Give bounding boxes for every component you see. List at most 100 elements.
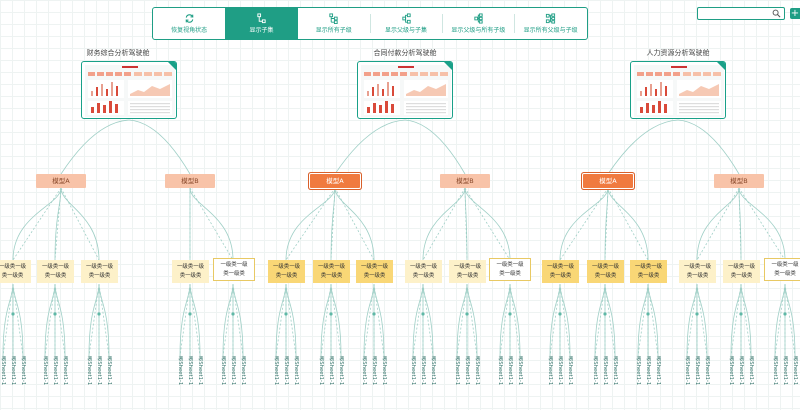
- connector-line: [647, 283, 659, 357]
- sheet-node[interactable]: 表Sheet1-1: [328, 356, 334, 386]
- sheet-node[interactable]: 表Sheet1-1: [704, 356, 710, 386]
- sheet-node[interactable]: 表Sheet1-1: [361, 356, 367, 386]
- sheet-node[interactable]: 表Sheet1-1: [728, 356, 734, 386]
- sheet-node[interactable]: 表Sheet1-1: [318, 356, 324, 386]
- sheet-node[interactable]: 表Sheet1-1: [782, 356, 788, 386]
- level1-node[interactable]: 一级类一级 类一级类: [587, 260, 624, 283]
- sheet-node[interactable]: 表Sheet1-1: [517, 356, 523, 386]
- sheet-node[interactable]: 表Sheet1-1: [86, 356, 92, 386]
- show-all-children-button[interactable]: 显示所有子级: [298, 8, 370, 39]
- connector-line: [60, 119, 130, 175]
- model-node[interactable]: 模型A: [583, 174, 633, 188]
- sheet-node[interactable]: 表Sheet1-1: [371, 356, 377, 386]
- connector-line: [607, 187, 649, 261]
- sheet-node[interactable]: 表Sheet1-1: [635, 356, 641, 386]
- sheet-node[interactable]: 表Sheet1-1: [187, 356, 193, 386]
- search-input[interactable]: [698, 16, 774, 27]
- connector-line: [98, 283, 110, 357]
- level1-node[interactable]: 一级类一级 类一级类: [0, 260, 31, 283]
- show-all-parents-children-button[interactable]: 显示所有父级与子级: [514, 8, 586, 39]
- level1-node[interactable]: 一级类一级 类一级类: [268, 260, 305, 283]
- sheet-node[interactable]: 表Sheet1-1: [293, 356, 299, 386]
- add-button[interactable]: +: [790, 8, 800, 19]
- show-parent-all-children-button[interactable]: 显示父级与所有子级: [442, 8, 514, 39]
- sheet-node[interactable]: 表Sheet1-1: [20, 356, 26, 386]
- sheet-node[interactable]: 表Sheet1-1: [230, 356, 236, 386]
- sheet-node[interactable]: 表Sheet1-1: [567, 356, 573, 386]
- connector-line: [12, 187, 62, 261]
- sheet-node[interactable]: 表Sheet1-1: [240, 356, 246, 386]
- sheet-node[interactable]: 表Sheet1-1: [557, 356, 563, 386]
- search-icon[interactable]: [772, 9, 781, 18]
- level1-node[interactable]: 一级类一级 类一级类: [679, 260, 716, 283]
- reset-view-button[interactable]: 恢复视角状态: [153, 8, 225, 39]
- sheet-node[interactable]: 表Sheet1-1: [52, 356, 58, 386]
- show-children-button[interactable]: 显示子集: [225, 8, 298, 39]
- level1-node[interactable]: 一级类一级 类一级类: [172, 260, 209, 283]
- model-node[interactable]: 模型B: [165, 174, 215, 188]
- level1-node[interactable]: 一级类一级 类一级类: [489, 258, 531, 281]
- sheet-node[interactable]: 表Sheet1-1: [772, 356, 778, 386]
- sheet-node[interactable]: 表Sheet1-1: [748, 356, 754, 386]
- junction-dot: [372, 312, 376, 316]
- level1-node[interactable]: 一级类一级 类一级类: [449, 260, 486, 283]
- sheet-node[interactable]: 表Sheet1-1: [592, 356, 598, 386]
- connector-line: [607, 187, 649, 261]
- level1-node[interactable]: 一级类一级 类一级类: [630, 260, 667, 283]
- sheet-node[interactable]: 表Sheet1-1: [197, 356, 203, 386]
- sheet-node[interactable]: 表Sheet1-1: [547, 356, 553, 386]
- sheet-node[interactable]: 表Sheet1-1: [694, 356, 700, 386]
- level1-node[interactable]: 一级类一级 类一级类: [542, 260, 579, 283]
- level1-node[interactable]: 一级类一级 类一级类: [81, 260, 118, 283]
- sheet-node[interactable]: 表Sheet1-1: [96, 356, 102, 386]
- show-parent-children-icon: [401, 13, 411, 24]
- show-parent-children-button[interactable]: 显示父级与子集: [369, 8, 442, 39]
- model-node[interactable]: 模型B: [440, 174, 490, 188]
- model-node[interactable]: 模型A: [36, 174, 86, 188]
- junction-dot: [231, 312, 235, 316]
- sheet-node[interactable]: 表Sheet1-1: [381, 356, 387, 386]
- junction-dot: [783, 312, 787, 316]
- level1-node[interactable]: 一级类一级 类一级类: [313, 260, 350, 283]
- sheet-node[interactable]: 表Sheet1-1: [283, 356, 289, 386]
- sheet-node[interactable]: 表Sheet1-1: [655, 356, 661, 386]
- sheet-node[interactable]: 表Sheet1-1: [273, 356, 279, 386]
- dashboard-thumbnail[interactable]: [630, 61, 726, 119]
- sheet-node[interactable]: 表Sheet1-1: [0, 356, 6, 386]
- model-node[interactable]: 模型B: [714, 174, 764, 188]
- sheet-node[interactable]: 表Sheet1-1: [738, 356, 744, 386]
- sheet-node[interactable]: 表Sheet1-1: [420, 356, 426, 386]
- connector-line: [189, 187, 234, 261]
- sheet-node[interactable]: 表Sheet1-1: [602, 356, 608, 386]
- level1-node[interactable]: 一级类一级 类一级类: [723, 260, 760, 283]
- model-node[interactable]: 模型A: [310, 174, 360, 188]
- connector-line: [604, 283, 616, 357]
- connector-line: [464, 187, 511, 261]
- sheet-node[interactable]: 表Sheet1-1: [645, 356, 651, 386]
- sheet-node[interactable]: 表Sheet1-1: [410, 356, 416, 386]
- sheet-node[interactable]: 表Sheet1-1: [220, 356, 226, 386]
- sheet-node[interactable]: 表Sheet1-1: [430, 356, 436, 386]
- sheet-node[interactable]: 表Sheet1-1: [497, 356, 503, 386]
- sheet-node[interactable]: 表Sheet1-1: [612, 356, 618, 386]
- sheet-node[interactable]: 表Sheet1-1: [474, 356, 480, 386]
- sheet-node[interactable]: 表Sheet1-1: [684, 356, 690, 386]
- sheet-node[interactable]: 表Sheet1-1: [464, 356, 470, 386]
- level1-node[interactable]: 一级类一级 类一级类: [405, 260, 442, 283]
- junction-dot: [695, 312, 699, 316]
- level1-node[interactable]: 一级类一级 类一级类: [213, 258, 255, 281]
- level1-node[interactable]: 一级类一级 类一级类: [356, 260, 393, 283]
- level1-node[interactable]: 一级类一级 类一级类: [764, 258, 800, 281]
- sheet-node[interactable]: 表Sheet1-1: [10, 356, 16, 386]
- dashboard-thumbnail[interactable]: [357, 61, 453, 119]
- sheet-node[interactable]: 表Sheet1-1: [338, 356, 344, 386]
- sheet-node[interactable]: 表Sheet1-1: [507, 356, 513, 386]
- sheet-node[interactable]: 表Sheet1-1: [42, 356, 48, 386]
- sheet-node[interactable]: 表Sheet1-1: [62, 356, 68, 386]
- sheet-node[interactable]: 表Sheet1-1: [792, 356, 798, 386]
- sheet-node[interactable]: 表Sheet1-1: [106, 356, 112, 386]
- dashboard-thumbnail[interactable]: [81, 61, 177, 119]
- sheet-node[interactable]: 表Sheet1-1: [454, 356, 460, 386]
- sheet-node[interactable]: 表Sheet1-1: [177, 356, 183, 386]
- level1-node[interactable]: 一级类一级 类一级类: [37, 260, 74, 283]
